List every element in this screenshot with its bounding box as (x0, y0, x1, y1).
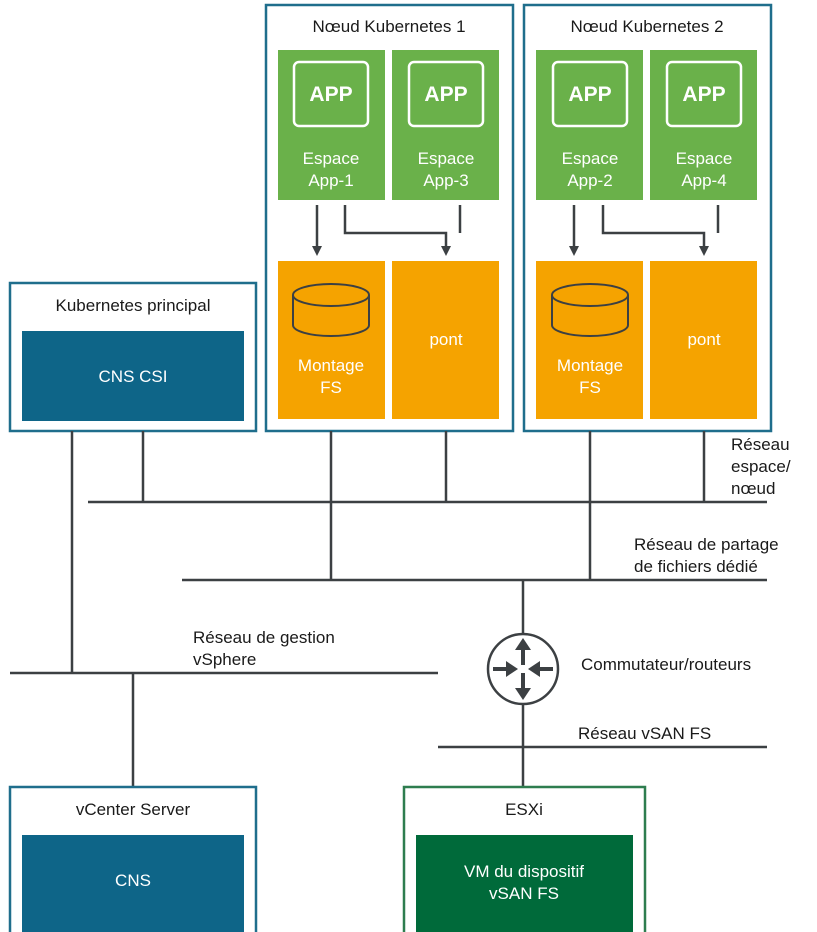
cns-csi-label: CNS CSI (99, 367, 168, 386)
pod-app-4: APP Espace App-4 (650, 50, 757, 200)
cns-box (22, 835, 244, 932)
cns-label: CNS (115, 871, 151, 890)
pod-app-3: APP Espace App-3 (392, 50, 499, 200)
file-share-network-label-line2: de fichiers dédié (634, 557, 758, 576)
pod-label-line1: Espace (676, 149, 733, 168)
mount-label-line2: FS (320, 378, 342, 397)
pod-label-line2: App-1 (308, 171, 353, 190)
node-1-title: Nœud Kubernetes 1 (312, 17, 465, 36)
pod-label-line2: App-4 (681, 171, 726, 190)
vsan-network-label: Réseau vSAN FS (578, 724, 711, 743)
esxi-host: ESXi VM du dispositif vSAN FS (402, 785, 647, 932)
network-lines (10, 431, 767, 787)
app-icon (292, 60, 370, 128)
vsan-fs-vm-box (416, 835, 633, 932)
bridge-label: pont (687, 330, 720, 349)
bridge-label: pont (429, 330, 462, 349)
app-icon (665, 60, 743, 128)
pod-app-1: APP Espace App-1 (278, 50, 385, 200)
pod-node-network-label-line2: espace/ (731, 457, 791, 476)
disk-cylinder-icon (551, 283, 629, 337)
k8s-master-title: Kubernetes principal (56, 296, 211, 315)
pod-label-line1: Espace (562, 149, 619, 168)
arrow-down-icon (601, 205, 709, 256)
mgmt-network-label-line2: vSphere (193, 650, 256, 669)
kubernetes-master: Kubernetes principal CNS CSI (8, 281, 258, 433)
vcenter-title: vCenter Server (76, 800, 191, 819)
app-label: APP (568, 83, 611, 106)
file-share-network-label-line1: Réseau de partage (634, 535, 779, 554)
kubernetes-node-1: Nœud Kubernetes 1 APP Espace App-1 APP E… (264, 3, 515, 433)
fs-mount-2: Montage FS (536, 261, 643, 419)
pod-app-2: APP Espace App-2 (536, 50, 643, 200)
esxi-title: ESXi (505, 800, 543, 819)
app-label: APP (682, 83, 725, 106)
pod-label-line2: App-2 (567, 171, 612, 190)
vcenter-server: vCenter Server CNS (8, 785, 258, 932)
fs-mount-1: Montage FS (278, 261, 385, 419)
app-label: APP (309, 83, 352, 106)
vsan-fs-vm-label-line2: vSAN FS (489, 884, 559, 903)
bridge-2: pont (650, 261, 757, 419)
mount-label-line2: FS (579, 378, 601, 397)
pod-node-network-label-line1: Réseau (731, 435, 790, 454)
vsan-fs-vm-label-line1: VM du dispositif (464, 862, 584, 881)
app-icon (551, 60, 629, 128)
pod-label-line1: Espace (303, 149, 360, 168)
disk-cylinder-icon (292, 283, 370, 337)
bridge-1: pont (392, 261, 499, 419)
switch-label: Commutateur/routeurs (581, 655, 751, 674)
app-label: APP (424, 83, 467, 106)
kubernetes-node-2: Nœud Kubernetes 2 APP Espace App-2 APP E… (522, 3, 773, 433)
mgmt-network-label-line1: Réseau de gestion (193, 628, 335, 647)
mount-label-line1: Montage (298, 356, 364, 375)
arrow-down-icon (343, 205, 451, 256)
router-icon (486, 632, 560, 706)
mount-label-line1: Montage (557, 356, 623, 375)
app-icon (407, 60, 485, 128)
pod-label-line1: Espace (418, 149, 475, 168)
cns-csi-box (22, 331, 244, 421)
pod-label-line2: App-3 (423, 171, 468, 190)
pod-node-network-label-line3: nœud (731, 479, 775, 498)
node-2-title: Nœud Kubernetes 2 (570, 17, 723, 36)
